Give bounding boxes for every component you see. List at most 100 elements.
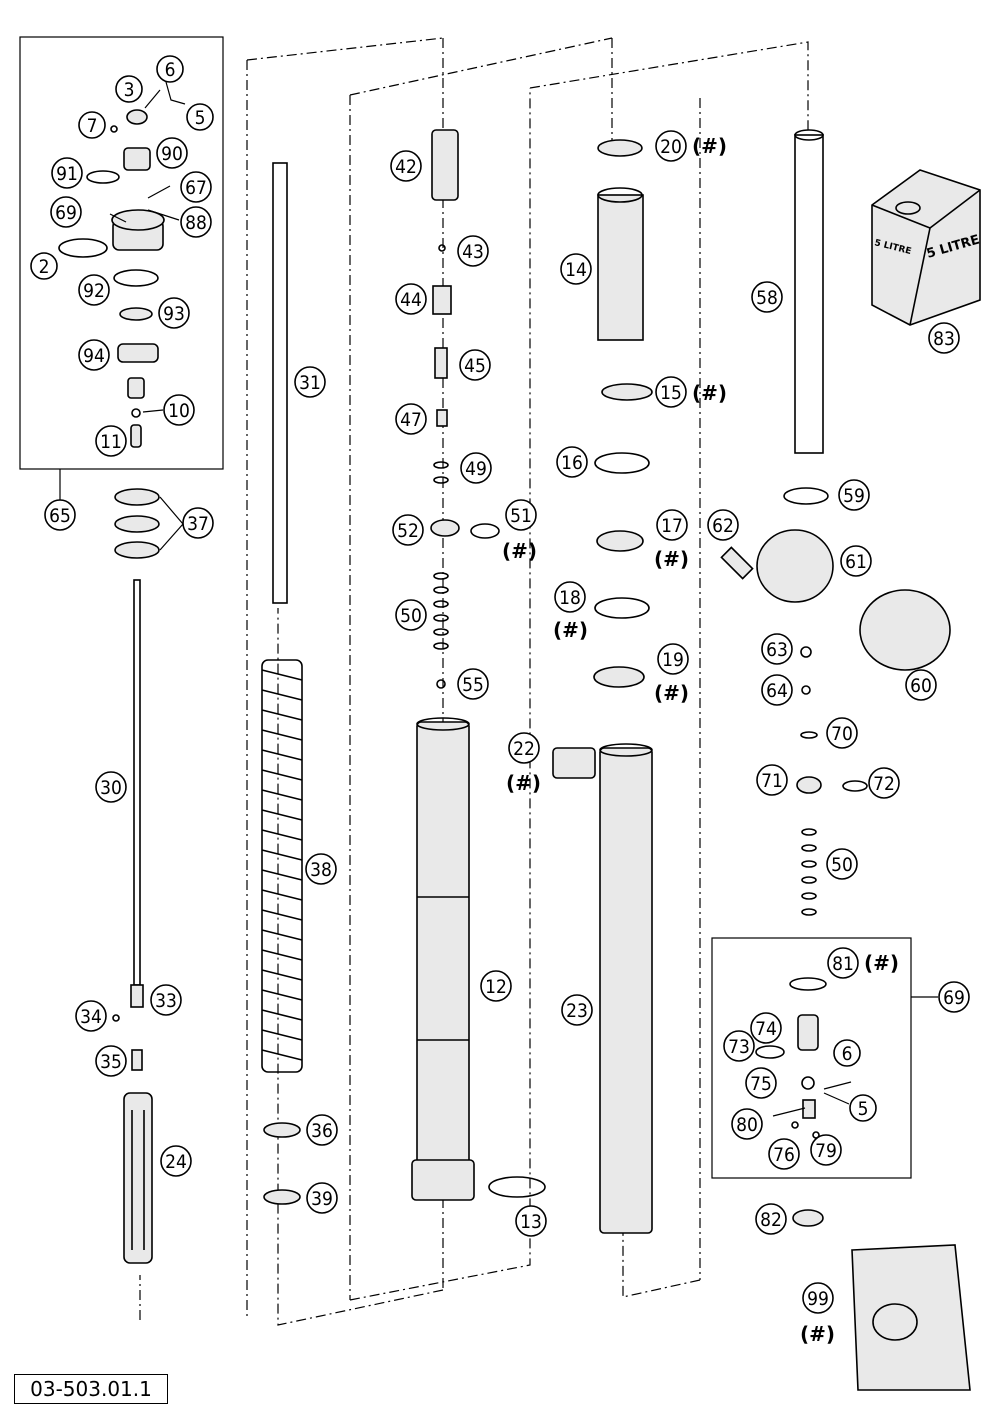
svg-text:52: 52 bbox=[397, 520, 419, 542]
svg-text:36: 36 bbox=[311, 1120, 333, 1142]
svg-text:43: 43 bbox=[462, 241, 484, 263]
svg-text:34: 34 bbox=[80, 1006, 102, 1028]
callout-55: 55 bbox=[457, 668, 489, 700]
callout-50-right: 50 bbox=[826, 848, 858, 880]
svg-text:22: 22 bbox=[513, 738, 535, 760]
svg-text:14: 14 bbox=[565, 259, 587, 281]
callouts: 6 3 5 7 90 91 67 69 88 2 92 93 94 10 11 … bbox=[30, 55, 970, 1314]
svg-text:31: 31 bbox=[299, 372, 321, 394]
callout-73: 73 bbox=[723, 1030, 755, 1062]
callout-5-frame: 5 bbox=[849, 1094, 877, 1122]
svg-text:62: 62 bbox=[712, 515, 734, 537]
svg-text:7: 7 bbox=[87, 115, 98, 137]
callout-24: 24 bbox=[160, 1145, 192, 1177]
callout-6-frame: 6 bbox=[833, 1039, 861, 1067]
callout-79: 79 bbox=[810, 1134, 842, 1166]
callout-90: 90 bbox=[156, 137, 188, 169]
callout-64: 64 bbox=[761, 674, 793, 706]
svg-text:33: 33 bbox=[155, 990, 177, 1012]
hash-marker-20: (#) bbox=[692, 134, 727, 158]
leader-lines bbox=[109, 81, 852, 1117]
svg-text:63: 63 bbox=[766, 639, 788, 661]
callout-18: 18 bbox=[554, 581, 586, 613]
svg-text:70: 70 bbox=[831, 723, 853, 745]
svg-text:47: 47 bbox=[400, 409, 422, 431]
callout-69-top: 69 bbox=[50, 196, 82, 228]
svg-text:50: 50 bbox=[400, 605, 422, 627]
svg-text:23: 23 bbox=[566, 1000, 588, 1022]
callout-94: 94 bbox=[78, 339, 110, 371]
callout-7: 7 bbox=[78, 111, 106, 139]
hash-marker-99: (#) bbox=[800, 1322, 835, 1346]
svg-text:67: 67 bbox=[185, 177, 207, 199]
svg-text:42: 42 bbox=[395, 156, 417, 178]
callout-65: 65 bbox=[44, 499, 76, 531]
callout-19: 19 bbox=[657, 643, 689, 675]
svg-text:45: 45 bbox=[464, 355, 486, 377]
svg-text:51: 51 bbox=[510, 505, 532, 527]
callout-75: 75 bbox=[745, 1067, 777, 1099]
svg-text:83: 83 bbox=[933, 328, 955, 350]
svg-text:60: 60 bbox=[910, 675, 932, 697]
svg-text:37: 37 bbox=[187, 513, 209, 535]
hash-marker-19: (#) bbox=[654, 681, 689, 705]
svg-text:58: 58 bbox=[756, 287, 778, 309]
callout-80: 80 bbox=[731, 1108, 763, 1140]
svg-text:69: 69 bbox=[943, 987, 965, 1009]
callout-6-top: 6 bbox=[156, 55, 184, 83]
svg-text:13: 13 bbox=[520, 1211, 542, 1233]
callout-61: 61 bbox=[840, 545, 872, 577]
svg-text:24: 24 bbox=[165, 1151, 187, 1173]
callout-76: 76 bbox=[768, 1138, 800, 1170]
svg-text:59: 59 bbox=[843, 485, 865, 507]
hash-marker-22: (#) bbox=[506, 771, 541, 795]
callout-47: 47 bbox=[395, 403, 427, 435]
callout-43: 43 bbox=[457, 235, 489, 267]
svg-text:80: 80 bbox=[736, 1114, 758, 1136]
callout-74: 74 bbox=[750, 1012, 782, 1044]
callout-50-left: 50 bbox=[395, 599, 427, 631]
svg-text:19: 19 bbox=[662, 649, 684, 671]
svg-text:72: 72 bbox=[873, 773, 895, 795]
svg-text:11: 11 bbox=[100, 431, 122, 453]
svg-text:44: 44 bbox=[400, 289, 422, 311]
callout-23: 23 bbox=[561, 994, 593, 1026]
svg-text:71: 71 bbox=[761, 770, 783, 792]
callout-91: 91 bbox=[51, 157, 83, 189]
svg-text:10: 10 bbox=[168, 400, 190, 422]
callout-51: 51 bbox=[505, 499, 537, 531]
svg-text:55: 55 bbox=[462, 674, 484, 696]
callout-83: 83 bbox=[928, 322, 960, 354]
callout-10: 10 bbox=[163, 394, 195, 426]
callout-82: 82 bbox=[755, 1203, 787, 1235]
callout-71: 71 bbox=[756, 764, 788, 796]
callout-13: 13 bbox=[515, 1205, 547, 1237]
svg-text:35: 35 bbox=[100, 1051, 122, 1073]
frame-65 bbox=[19, 36, 224, 470]
svg-text:88: 88 bbox=[185, 212, 207, 234]
svg-text:5: 5 bbox=[858, 1098, 869, 1120]
callout-38: 38 bbox=[305, 853, 337, 885]
svg-text:92: 92 bbox=[83, 280, 105, 302]
svg-text:82: 82 bbox=[760, 1209, 782, 1231]
callout-59: 59 bbox=[838, 479, 870, 511]
callout-70: 70 bbox=[826, 717, 858, 749]
svg-text:6: 6 bbox=[842, 1043, 853, 1065]
callout-49: 49 bbox=[460, 452, 492, 484]
parts bbox=[58, 109, 981, 1391]
hash-marker-17: (#) bbox=[654, 547, 689, 571]
callout-20: 20 bbox=[655, 130, 687, 162]
callout-33: 33 bbox=[150, 984, 182, 1016]
svg-text:69: 69 bbox=[55, 202, 77, 224]
callout-15: 15 bbox=[655, 376, 687, 408]
svg-text:5: 5 bbox=[195, 107, 206, 129]
callout-31: 31 bbox=[294, 366, 326, 398]
svg-text:30: 30 bbox=[100, 777, 122, 799]
svg-text:64: 64 bbox=[766, 680, 788, 702]
hash-marker-51: (#) bbox=[502, 539, 537, 563]
callout-63: 63 bbox=[761, 633, 793, 665]
callout-60: 60 bbox=[905, 669, 937, 701]
callout-17: 17 bbox=[656, 509, 688, 541]
svg-text:12: 12 bbox=[485, 976, 507, 998]
